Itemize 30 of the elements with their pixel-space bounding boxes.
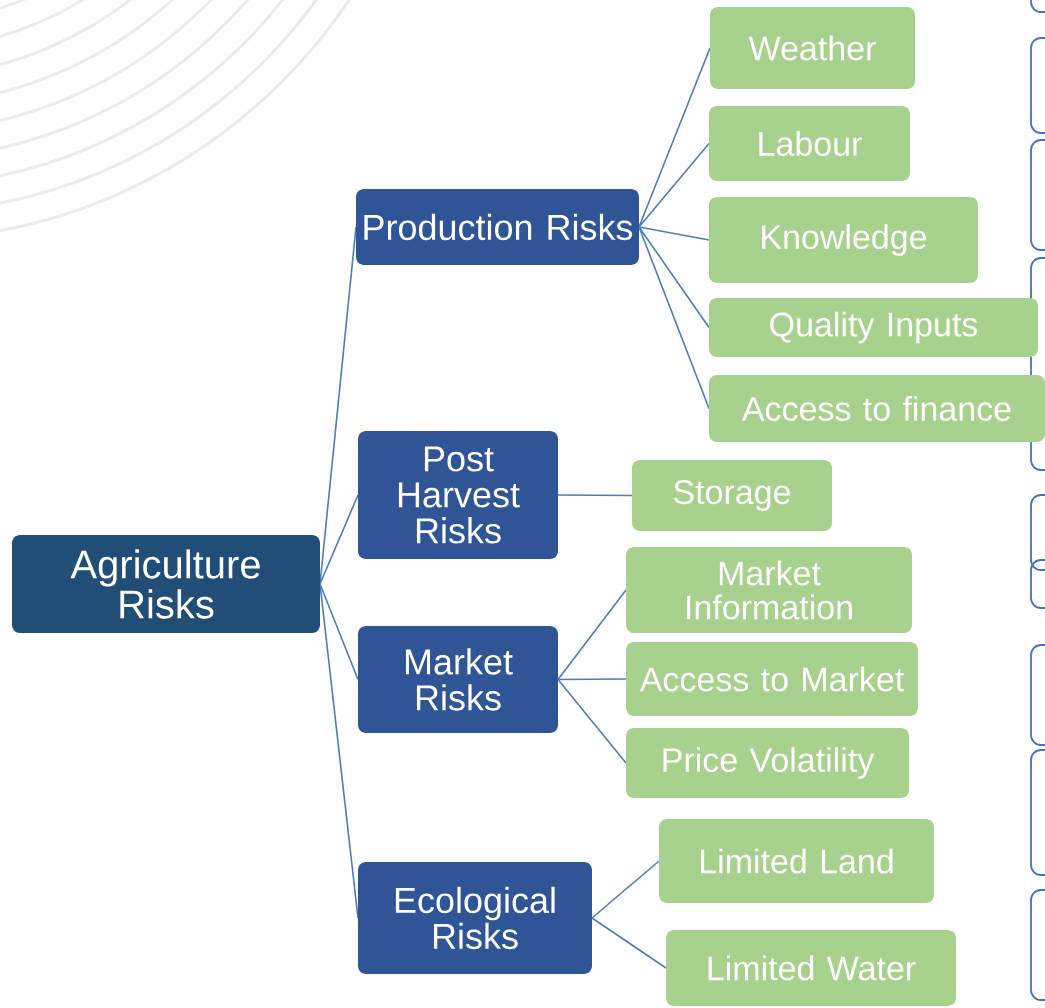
connector-line: [557, 494, 633, 497]
category-box: Market Risks: [358, 626, 558, 733]
connector-line: [557, 589, 627, 681]
connector-line: [557, 678, 627, 681]
connector-line: [557, 678, 627, 764]
risk-box: Limited Land: [659, 819, 934, 903]
connector-line: [638, 47, 711, 228]
connector-line: [591, 917, 667, 969]
connector-line: [591, 860, 660, 919]
connector-line: [638, 226, 710, 329]
risk-box: Knowledge: [709, 197, 978, 283]
connector-line: [319, 494, 359, 585]
connector-line: [638, 142, 710, 228]
category-box: Ecological Risks: [358, 862, 592, 974]
root-box: Agriculture Risks: [12, 535, 320, 633]
connector-line: [319, 583, 359, 681]
risk-box: Storage: [632, 460, 832, 531]
connector-line: [638, 226, 710, 410]
risk-box: Price Volatility: [626, 728, 909, 798]
risk-box: Access to Market: [626, 642, 918, 716]
risk-box: Weather: [710, 7, 915, 89]
connector-line: [638, 226, 710, 241]
risk-box: Labour: [709, 106, 910, 181]
risk-box: Quality Inputs: [709, 298, 1038, 357]
category-box: Post Harvest Risks: [358, 431, 558, 559]
risk-box: Access to finance: [709, 375, 1045, 442]
connector-line: [319, 583, 359, 919]
risk-box: Limited Water: [666, 930, 956, 1006]
category-box: Production Risks: [356, 189, 639, 265]
risk-box: Market Information: [626, 547, 912, 633]
